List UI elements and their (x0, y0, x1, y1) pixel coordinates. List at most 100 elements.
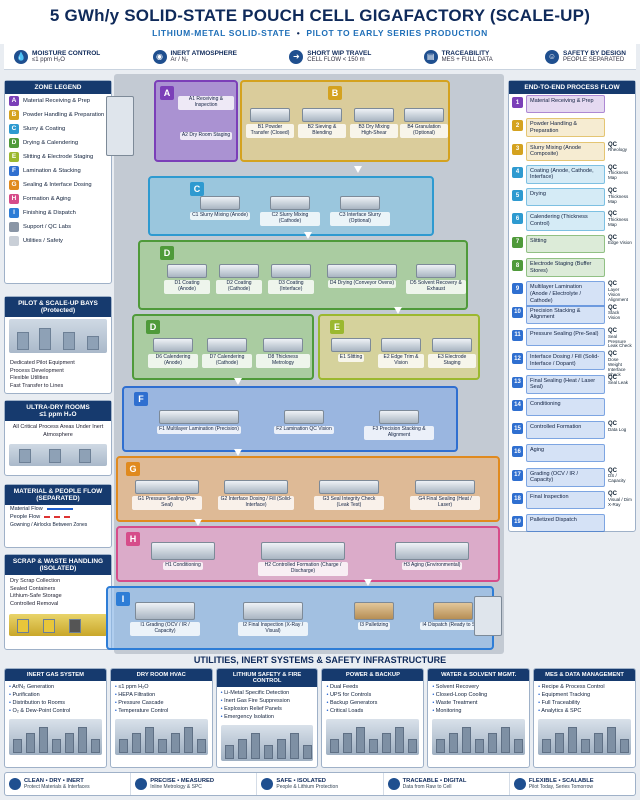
legend-label: Lamination & Stacking (23, 167, 81, 174)
equipment-shape (568, 726, 578, 753)
infra-card-title: WATER & SOLVENT MGMT. (428, 669, 530, 681)
equipment-shape (13, 738, 22, 753)
qc-label: Thickness Map (608, 170, 629, 181)
pilot-list: Dedicated Pilot Equipment Process Develo… (5, 357, 111, 394)
station-label: E1 Slitting (337, 354, 365, 362)
station-g1: G1 Pressure Sealing (Pre-Seal) (132, 480, 202, 510)
station-label: H2 Controlled Formation (Charge / Discha… (258, 562, 348, 576)
qc-icon: QC (608, 281, 617, 288)
step-number: 6 (512, 213, 523, 225)
infra-card-title: POWER & BACKUP (322, 669, 424, 681)
equipment-shape (514, 738, 524, 753)
page-subtitle: LITHIUM-METAL SOLID-STATE•PILOT TO EARLY… (0, 28, 640, 38)
equipment-shape (183, 726, 193, 753)
step-number: 12 (512, 353, 523, 365)
qc-label: Dose Weight Interface Check (608, 356, 626, 377)
subtitle-left: LITHIUM-METAL SOLID-STATE (152, 28, 291, 38)
equipment-shape (436, 738, 446, 753)
qc-label: Rheology (608, 147, 628, 153)
infra-card-item: Purification (9, 692, 102, 700)
station-i1: I1 Grading (OCV / IR / Capacity) (130, 602, 200, 636)
infra-card-item: Temperature Control (115, 708, 208, 716)
qc-icon: QC (608, 421, 617, 428)
station-label: B1 Powder Transfer (Closed) (246, 124, 294, 138)
zone-f-badge: F (134, 392, 148, 406)
station-d1: D1 Coating (Anode) (164, 264, 210, 294)
qc-label: Stack Vision (608, 310, 621, 321)
zone-b: B B1 Powder Transfer (Closed) B2 Sieving… (240, 80, 450, 162)
station-label: I1 Grading (OCV / IR / Capacity) (130, 622, 200, 636)
dispatch-truck (474, 596, 502, 636)
station-label: F3 Precision Stacking & Alignment (364, 426, 434, 440)
step-number: 15 (512, 423, 523, 435)
scrap-item: Controlled Removal (10, 601, 59, 608)
dry-room-sub: ≤1 ppm H₂O (39, 411, 77, 418)
legend-label: Drying & Calendering (23, 139, 79, 146)
infra-card-item: Pressure Cascade (115, 700, 208, 708)
kpi-title: MOISTURE CONTROL (32, 50, 101, 57)
dry-room-title-text: ULTRA-DRY ROOMS (26, 404, 90, 411)
infra-card-item: Li-Metal Specific Detection (221, 690, 314, 698)
scrap-title-text: SCRAP & WASTE HANDLING (12, 558, 104, 565)
station-label: B2 Sieving & Blending (298, 124, 346, 138)
station-d4: D4 Drying (Conveyor Ovens) (324, 264, 400, 288)
zone-legend-title: ZONE LEGEND (5, 81, 111, 94)
station-g4: G4 Final Sealing (Heat / Laser) (410, 480, 480, 510)
infra-equipment-image (432, 718, 526, 755)
machine (432, 338, 472, 352)
step-label: Final Inspection (526, 491, 605, 510)
step-number: 4 (512, 166, 523, 178)
machine (379, 410, 419, 424)
legend-label: Utilities / Safety (23, 237, 63, 244)
machine (395, 542, 469, 560)
station-h1: H1 Conditioning (148, 542, 218, 570)
equipment-shape (289, 732, 299, 759)
equipment-shape (488, 732, 498, 753)
station-label: C2 Slurry Mixing (Cathode) (260, 212, 320, 226)
station-label: D1 Coating (Anode) (164, 280, 210, 294)
step-label: Calendering (Thickness Control) (526, 211, 605, 231)
equipment-shape (343, 732, 353, 753)
machine (270, 196, 310, 210)
droplet-icon: 💧 (14, 49, 28, 64)
step-number: 19 (512, 516, 523, 528)
equipment-shape (131, 732, 141, 753)
equipment-shape (224, 744, 234, 759)
legend-badge (9, 222, 19, 232)
station-label: D4 Drying (Conveyor Ovens) (327, 280, 397, 288)
machine (135, 602, 195, 620)
equipment-shape (52, 738, 61, 753)
step-label: Electrode Staging (Buffer Stores) (526, 258, 605, 278)
flow-arrow-icon (394, 307, 402, 314)
footer-icon (9, 778, 21, 790)
machine (207, 338, 247, 352)
kpi-value: MES + FULL DATA (441, 57, 493, 63)
step-label: Drying (526, 188, 605, 207)
dry-room-panel: ULTRA-DRY ROOMS≤1 ppm H₂O All Critical P… (4, 400, 112, 476)
station-label: H1 Conditioning (163, 562, 203, 570)
footer-icon (387, 778, 400, 790)
station-c2: C2 Slurry Mixing (Cathode) (260, 196, 320, 226)
legend-label: Slitting & Electrode Staging (23, 153, 94, 160)
step-number: 13 (512, 376, 523, 388)
step-number: 7 (512, 236, 523, 248)
infra-card-item: Closed-Loop Cooling (432, 692, 525, 700)
legend-label: Formation & Aging (23, 195, 71, 202)
pilot-item: Fast Transfer to Lines (10, 383, 64, 390)
station-label: D8 Thickness Metrology (256, 354, 310, 368)
infra-card-item: ≤1 ppm H₂O (115, 684, 208, 692)
infra-card-item: Recipe & Process Control (538, 684, 631, 692)
qc-label: Thickness Map (608, 193, 629, 204)
